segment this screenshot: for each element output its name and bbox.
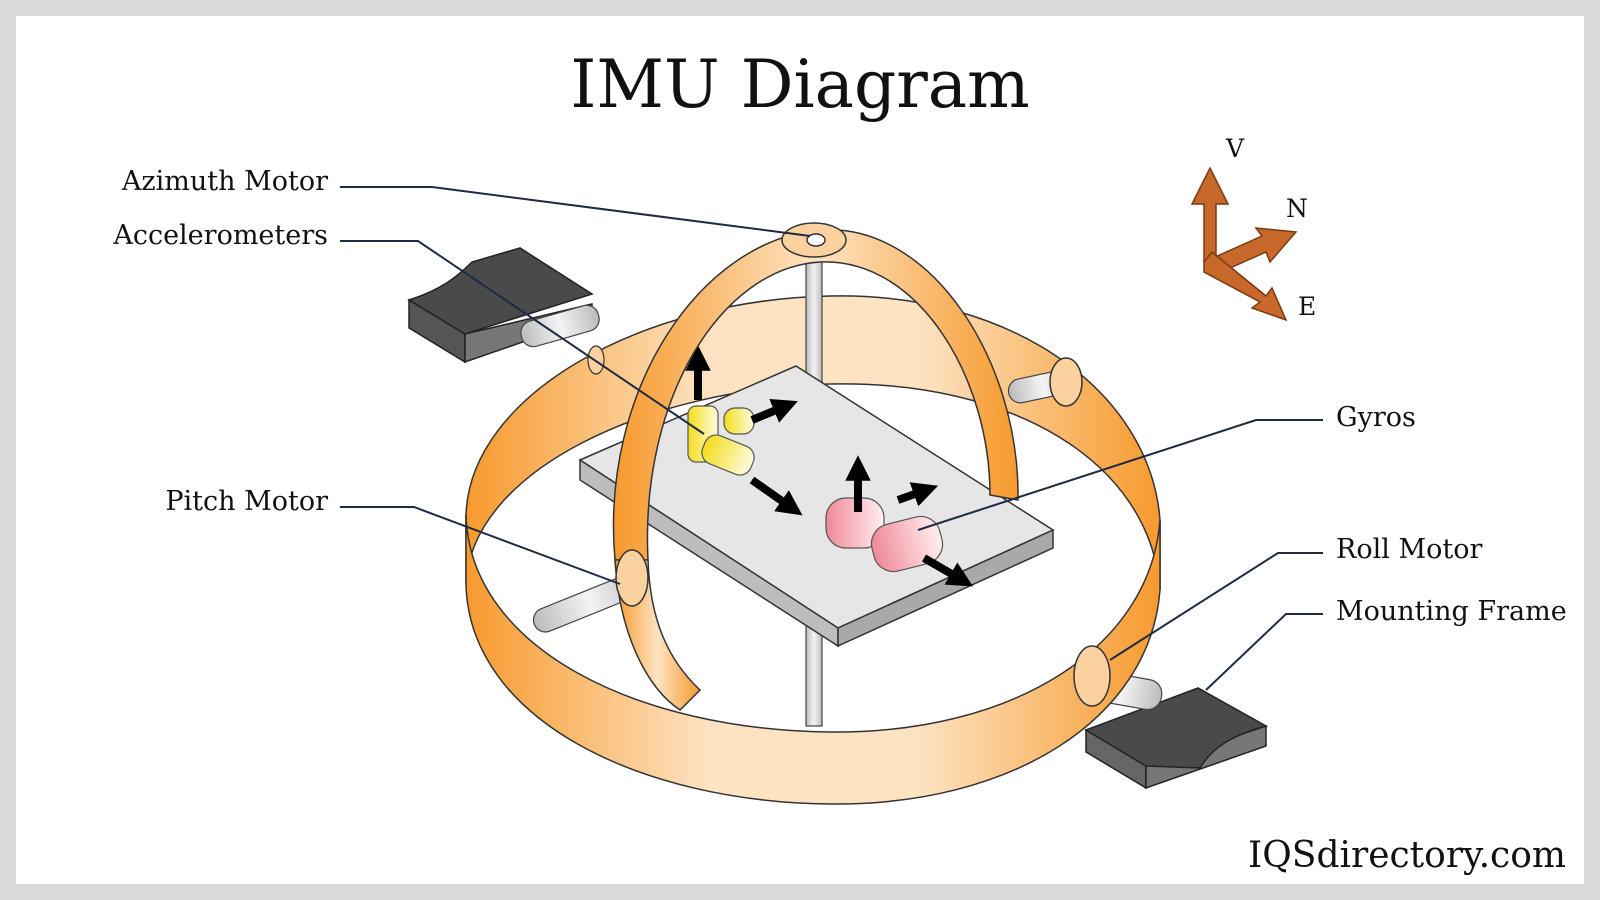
label-pitch-motor: Pitch Motor — [165, 486, 328, 517]
label-gyros: Gyros — [1336, 402, 1416, 433]
axis-label-v: V — [1226, 134, 1245, 163]
page-title: IMU Diagram — [570, 46, 1030, 123]
mounting-frame-right — [1084, 687, 1268, 790]
azimuth-motor — [781, 222, 847, 258]
mounting-frame-left — [407, 247, 594, 364]
label-mounting-frame: Mounting Frame — [1336, 596, 1567, 627]
label-accelerometers: Accelerometers — [113, 220, 328, 251]
gyros — [825, 455, 974, 587]
axis-label-n: N — [1286, 194, 1308, 223]
pitch-motor — [615, 549, 649, 607]
outer-gimbal-ring-front — [465, 514, 1161, 805]
label-roll-motor: Roll Motor — [1336, 534, 1483, 565]
watermark: IQSdirectory.com — [1248, 835, 1566, 876]
label-azimuth-motor: Azimuth Motor — [121, 166, 328, 197]
axis-label-e: E — [1298, 292, 1317, 321]
roll-motor — [587, 345, 1111, 707]
leader-lines — [340, 186, 1323, 691]
compass-axes — [1190, 166, 1298, 322]
